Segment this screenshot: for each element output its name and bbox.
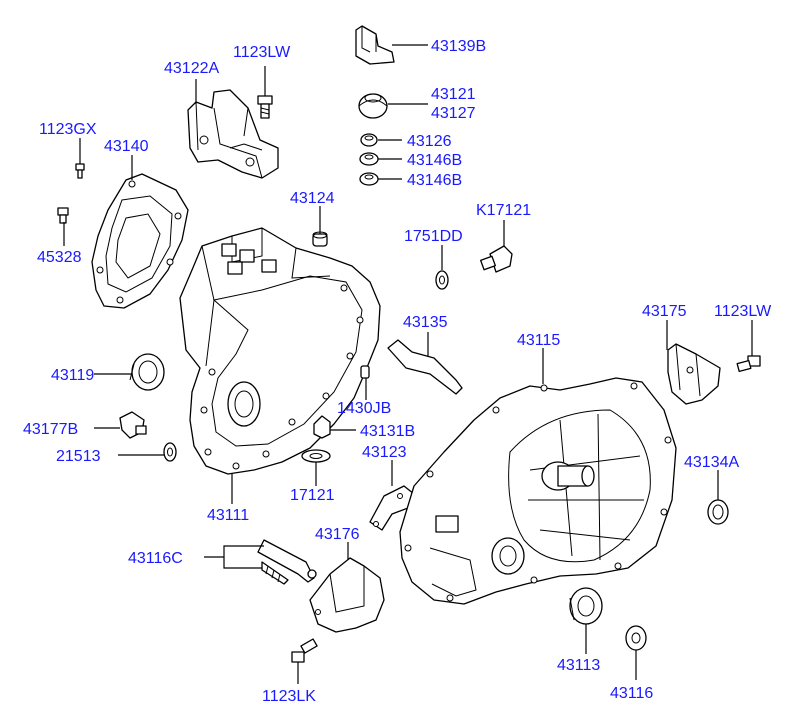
part-43175-bracket — [667, 343, 721, 405]
label-43139b: 43139B — [431, 38, 486, 55]
label-43116: 43116 — [610, 685, 653, 702]
part-43146b-bushing-2 — [359, 172, 379, 186]
part-43113-oil-seal — [569, 587, 603, 625]
label-1430jb: 1430JB — [337, 400, 391, 417]
part-43121-mount-cap — [358, 93, 388, 119]
part-17121-seal — [301, 449, 331, 463]
label-43126: 43126 — [407, 133, 452, 150]
label-43116c: 43116C — [128, 550, 183, 567]
part-43126-bushing — [360, 133, 378, 147]
part-1123lw-bolt-top — [257, 95, 273, 119]
leader-lines — [63, 44, 753, 684]
label-43127: 43127 — [431, 105, 476, 122]
label-45328: 45328 — [37, 249, 82, 266]
label-43135: 43135 — [403, 314, 448, 331]
part-45328-bolt — [57, 207, 69, 224]
label-43122a: 43122A — [164, 60, 219, 77]
label-43113: 43113 — [557, 657, 600, 674]
part-43134a-seal — [707, 499, 729, 525]
label-21513: 21513 — [56, 448, 101, 465]
label-43140: 43140 — [104, 138, 149, 155]
label-43146b-2: 43146B — [407, 172, 462, 189]
part-43131b-bushing — [313, 415, 331, 439]
label-1123lw-right: 1123LW — [714, 303, 772, 320]
label-43111: 43111 — [207, 507, 249, 524]
part-43116c-sealant-tube — [257, 539, 317, 583]
part-43140-cover — [91, 173, 189, 309]
part-43176-cover — [309, 557, 385, 633]
label-43131b: 43131B — [360, 423, 415, 440]
label-43119: 43119 — [51, 367, 94, 384]
part-43124-bushing — [312, 231, 328, 247]
label-1123lw-top: 1123LW — [233, 44, 291, 61]
part-43146b-bushing-1 — [359, 152, 379, 166]
part-43116c-nozzle — [261, 561, 289, 585]
part-1751dd-washer — [435, 270, 449, 290]
part-k17121-plug — [480, 245, 513, 273]
part-43122a-mount-bracket — [187, 89, 279, 179]
label-1123gx: 1123GX — [39, 121, 97, 138]
label-k17121: K17121 — [476, 202, 531, 219]
part-43139b-bracket — [355, 25, 395, 65]
label-43146b-1: 43146B — [407, 152, 462, 169]
label-43124: 43124 — [290, 190, 335, 207]
label-43176: 43176 — [315, 526, 360, 543]
label-43175: 43175 — [642, 303, 687, 320]
part-43135-guide — [387, 339, 463, 395]
part-1123lk-bolt — [291, 638, 318, 663]
part-1123lw-bolt-right — [736, 355, 761, 373]
label-1123lk: 1123LK — [262, 688, 316, 705]
label-1751dd: 1751DD — [404, 228, 463, 245]
part-number-labels: 43139B 1123LW 43122A 43121 43127 43126 4… — [23, 38, 772, 705]
label-43121: 43121 — [431, 86, 476, 103]
part-43115-clutch-housing — [399, 377, 677, 605]
part-1123gx-bolt — [75, 163, 85, 179]
label-43177b: 43177B — [23, 421, 78, 438]
part-43116-cap — [625, 625, 647, 651]
label-43115: 43115 — [517, 332, 560, 349]
part-1430jb-pin — [360, 365, 370, 379]
label-43134a: 43134A — [684, 454, 739, 471]
label-43123: 43123 — [362, 444, 407, 461]
part-43111-transaxle-case — [179, 227, 381, 475]
label-17121: 17121 — [290, 487, 335, 504]
part-43119-oil-seal — [129, 353, 165, 391]
part-21513-washer — [163, 442, 177, 462]
part-43177b-plug — [119, 411, 147, 439]
